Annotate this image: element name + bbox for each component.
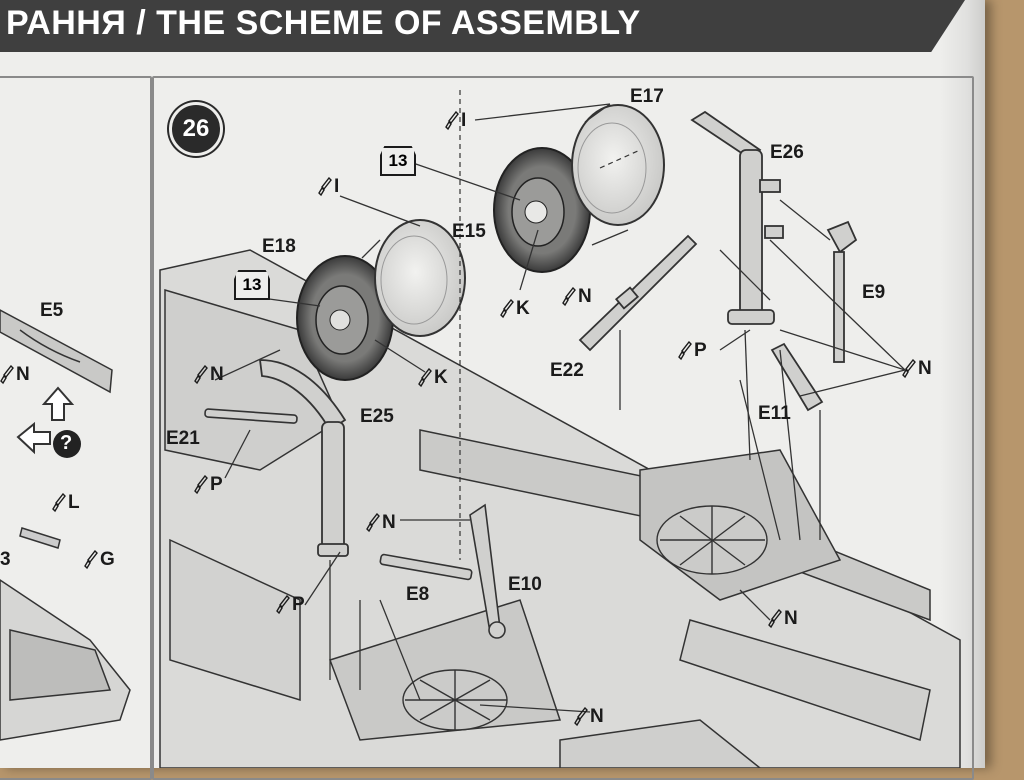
paintbrush-icon [902,359,916,379]
paint-code: N [210,364,224,385]
paint-code: N [590,706,604,727]
wheel-well-lower [402,669,508,731]
paintbrush-icon [678,341,692,361]
part-label-e9: E9 [862,282,886,303]
rod-e10 [469,503,506,639]
paint-code: P [694,340,707,361]
nose-cone-partial [0,579,131,741]
paint-code: K [516,298,530,319]
part-label-e17: E17 [630,86,664,107]
paintbrush-icon [0,365,14,385]
paint-label-n-left: N [0,364,30,386]
part-label-e11: E11 [758,403,791,424]
rod-e9 [826,220,858,363]
paint-label-g: G [84,549,115,571]
paint-label-l: L [52,492,80,514]
wheel-e18 [296,255,394,381]
rod-e8 [379,553,473,581]
paintbrush-icon [52,493,66,513]
paint-code: N [918,358,932,379]
paint-code: N [784,608,798,629]
paint-label-i-upper: I [445,110,466,132]
arrow-up-icon [41,386,75,421]
part-label-e25: E25 [360,406,394,427]
reference-box-13-upper: 13 [380,146,416,176]
paint-code: N [16,364,30,385]
part-label-e18: E18 [262,236,296,257]
link-e22 [578,234,698,352]
paint-label-n-e22: N [562,286,592,308]
part-label-e21: E21 [166,428,200,449]
paint-label-k-lower: K [418,367,448,389]
question-mark: ? [60,432,73,454]
paintbrush-icon [574,707,588,727]
paint-label-p-e8: P [276,594,305,616]
instruction-sheet: РАННЯ / THE SCHEME OF ASSEMBLY [0,0,985,780]
paintbrush-icon [194,475,208,495]
paintbrush-icon [768,609,782,629]
paint-code: N [382,512,396,533]
paint-label-n-e9: N [902,358,932,380]
strut-e25 [258,359,349,557]
wheel-e15 [493,147,591,273]
piston-e11 [770,342,824,412]
leader-lines [214,103,906,713]
paint-label-n-bay: N [768,608,798,630]
paint-code: I [461,110,467,131]
paintbrush-icon [194,365,208,385]
paint-label-n-e25: N [366,512,396,534]
paint-code: N [578,286,592,307]
paint-code: I [334,176,340,197]
paintbrush-icon [500,299,514,319]
assembly-drawing [0,90,961,768]
paint-label-n-bottom: N [574,706,604,728]
question-icon [53,430,81,458]
partial-number: 3 [0,549,11,570]
paint-label-p-e21: P [194,474,223,496]
paintbrush-icon [366,513,380,533]
paint-code: P [210,474,223,495]
small-part-l [19,527,61,549]
paintbrush-icon [562,287,576,307]
paintbrush-icon [276,595,290,615]
step-number-badge: 26 [169,102,223,156]
part-label-e15: E15 [452,221,486,242]
section-header: РАННЯ / THE SCHEME OF ASSEMBLY [0,0,965,52]
hubcap-e18 [374,219,466,337]
paint-label-i-lower: I [318,176,339,198]
part-label-e10: E10 [508,574,542,595]
paintbrush-icon [445,111,459,131]
paint-code: K [434,367,448,388]
paint-label-p-e11: P [678,340,707,362]
paint-label-n-e18: N [194,364,224,386]
part-label-e22: E22 [550,360,584,381]
dashed-axis [459,90,641,560]
paintbrush-icon [418,368,432,388]
header-title: РАННЯ / THE SCHEME OF ASSEMBLY [6,4,641,42]
wheel-well-upper [656,505,768,575]
part-label-e5: E5 [40,300,64,321]
rod-e21 [204,408,298,424]
part-label-e8: E8 [406,584,430,605]
paintbrush-icon [318,177,332,197]
hubcap-e17 [571,104,665,226]
paint-code: P [292,594,305,615]
paint-code: G [100,549,115,570]
reference-box-13-lower: 13 [234,270,270,300]
paintbrush-icon [84,550,98,570]
e5-part [0,309,113,394]
part-label-e26: E26 [770,142,804,163]
arrow-left-icon [16,421,51,455]
paint-code: L [68,492,80,513]
paint-label-k-upper: K [500,298,530,320]
strut-e26 [690,110,784,325]
